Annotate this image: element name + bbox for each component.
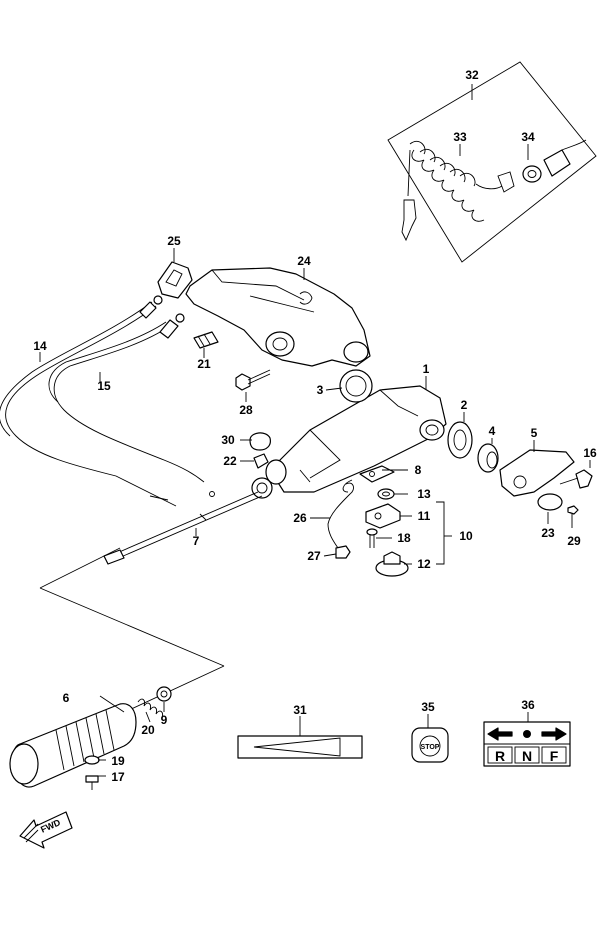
tiller-handle-1 <box>265 376 447 493</box>
callout-8: 8 <box>415 463 422 477</box>
spring-20 <box>137 698 163 719</box>
callout-9: 9 <box>161 713 168 727</box>
fwd-arrow: FWD <box>19 811 73 849</box>
bracket-10 <box>436 501 445 565</box>
callout-10: 10 <box>459 529 473 543</box>
callout-36: 36 <box>521 698 535 712</box>
callout-6: 6 <box>63 691 70 705</box>
callout-17: 17 <box>111 770 125 784</box>
callout-28: 28 <box>239 403 253 417</box>
grommet-30 <box>249 432 271 451</box>
callout-29: 29 <box>567 534 581 548</box>
screw-27 <box>335 545 351 559</box>
leader-lines <box>98 387 493 777</box>
callout-26: 26 <box>293 511 307 525</box>
grommet-25 <box>157 248 193 299</box>
shift-decal-f: F <box>550 748 559 764</box>
callout-5: 5 <box>531 426 538 440</box>
callout-1: 1 <box>423 362 430 376</box>
clip-22 <box>253 453 269 469</box>
bolt-18 <box>366 528 378 548</box>
callout-12: 12 <box>417 557 431 571</box>
callout-7: 7 <box>193 534 200 548</box>
stop-switch <box>522 139 587 183</box>
callout-35: 35 <box>421 700 435 714</box>
callout-22: 22 <box>223 454 237 468</box>
callout-19: 19 <box>111 754 125 768</box>
throttle-cable-14 <box>0 295 177 507</box>
cap-9 <box>156 686 172 702</box>
stop-switch-kit-box <box>387 61 597 263</box>
callout-30: 30 <box>221 433 235 447</box>
callout-33: 33 <box>453 130 467 144</box>
callout-14: 14 <box>33 339 47 353</box>
throttle-shaft-7 <box>103 477 273 565</box>
callout-23: 23 <box>541 526 555 540</box>
screw-29 <box>567 505 579 528</box>
callout-13: 13 <box>417 487 431 501</box>
callout-3: 3 <box>317 383 324 397</box>
callout-16: 16 <box>583 446 597 460</box>
callout-34: 34 <box>521 130 535 144</box>
clamp-11 <box>365 503 401 529</box>
stop-decal-text: STOP <box>421 744 440 751</box>
callout-labels: 32 33 34 25 24 14 21 15 1 3 2 28 4 5 30 … <box>33 68 597 784</box>
callout-27: 27 <box>307 549 321 563</box>
callout-2: 2 <box>461 398 468 412</box>
pin-21 <box>193 331 219 358</box>
callout-25: 25 <box>167 234 181 248</box>
shift-decal-r: R <box>495 748 505 764</box>
plate-23 <box>537 493 563 524</box>
grip-6 <box>9 703 137 788</box>
friction-knob-5 <box>499 440 575 497</box>
callout-24: 24 <box>297 254 311 268</box>
decal-31 <box>237 716 363 759</box>
callout-21: 21 <box>197 357 211 371</box>
bolt-28 <box>235 369 271 402</box>
ring-3 <box>339 369 373 403</box>
callout-4: 4 <box>489 424 496 438</box>
callout-11: 11 <box>418 509 431 523</box>
callout-20: 20 <box>141 723 155 737</box>
wire-26 <box>327 479 354 549</box>
bolt-16 <box>559 460 593 489</box>
decal-36-shift: R N F <box>483 712 571 767</box>
callout-15: 15 <box>97 379 111 393</box>
washer-13 <box>377 488 395 500</box>
shift-cable-15 <box>48 313 215 497</box>
knob-12 <box>375 551 409 577</box>
tiller-bracket-24 <box>185 267 371 367</box>
seal-2 <box>447 412 473 459</box>
screw-17 <box>85 775 99 790</box>
callout-18: 18 <box>397 531 411 545</box>
callout-32: 32 <box>465 68 479 82</box>
callout-31: 31 <box>293 703 307 717</box>
shift-decal-n: N <box>522 748 532 764</box>
lanyard-coil <box>401 140 515 242</box>
bushing-4 <box>477 443 499 473</box>
washer-19 <box>84 755 100 765</box>
decal-35-stop: STOP <box>411 714 449 763</box>
